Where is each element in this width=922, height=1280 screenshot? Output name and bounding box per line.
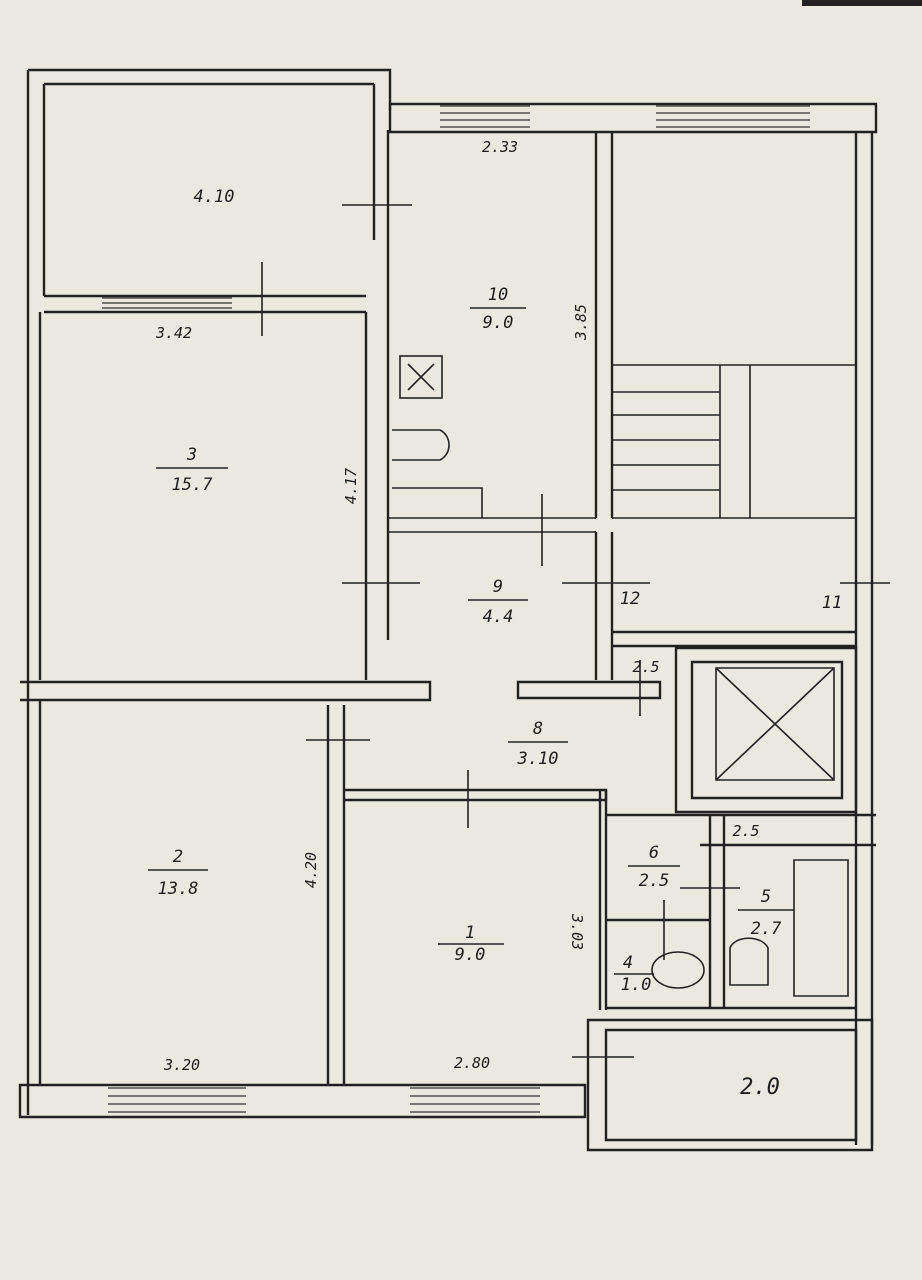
room-2-number: 2 xyxy=(173,847,183,867)
dim-room3-width: 3.42 xyxy=(155,324,192,342)
room-10-area: 9.0 xyxy=(483,313,514,333)
room-labels: 4.10 10 9.0 3 15.7 9 4.4 12 11 2.5 8 3.1… xyxy=(148,187,842,1100)
door-ticks xyxy=(261,204,890,1058)
room-4-area: 1.0 xyxy=(621,975,652,995)
dim-top-window: 2.33 xyxy=(482,138,518,156)
walls xyxy=(18,68,878,1152)
room-9-area: 4.4 xyxy=(483,607,514,627)
room-2-area: 13.8 xyxy=(158,879,199,899)
room-5-number: 5 xyxy=(761,887,771,907)
room-6-area: 2.5 xyxy=(639,871,670,891)
room-9-number: 9 xyxy=(493,577,503,597)
dim-room1-height: 3.03 xyxy=(568,913,586,950)
dim-room3-height: 4.17 xyxy=(342,468,360,504)
corner-mark xyxy=(802,0,922,6)
dimension-labels: 2.33 3.42 4.17 3.85 4.20 3.20 3.03 2.80 xyxy=(155,138,590,1074)
room-4-number: 4 xyxy=(623,953,633,973)
room-12-number: 12 xyxy=(620,589,640,609)
dim-room2-width: 3.20 xyxy=(163,1056,200,1074)
room-3-area: 15.7 xyxy=(172,475,214,495)
small-area-b: 2.5 xyxy=(732,822,759,840)
room-1-area: 9.0 xyxy=(455,945,486,965)
balcony-area: 2.0 xyxy=(740,1075,780,1100)
room-6-number: 6 xyxy=(649,843,659,863)
dim-room10-height: 3.85 xyxy=(572,304,590,341)
room-10-number: 10 xyxy=(488,285,508,305)
room-11-number: 11 xyxy=(822,593,842,613)
room-8-area: 3.10 xyxy=(517,749,559,769)
room-3-number: 3 xyxy=(186,445,197,465)
small-area-a: 2.5 xyxy=(632,658,659,676)
windows xyxy=(102,105,810,1113)
room-8-number: 8 xyxy=(533,719,543,739)
dim-room2-height: 4.20 xyxy=(302,852,320,888)
room-5-area: 2.7 xyxy=(751,919,782,939)
dim-room1-width: 2.80 xyxy=(454,1054,490,1072)
loggia-top-area: 4.10 xyxy=(194,187,235,207)
room-1-number: 1 xyxy=(465,923,475,943)
